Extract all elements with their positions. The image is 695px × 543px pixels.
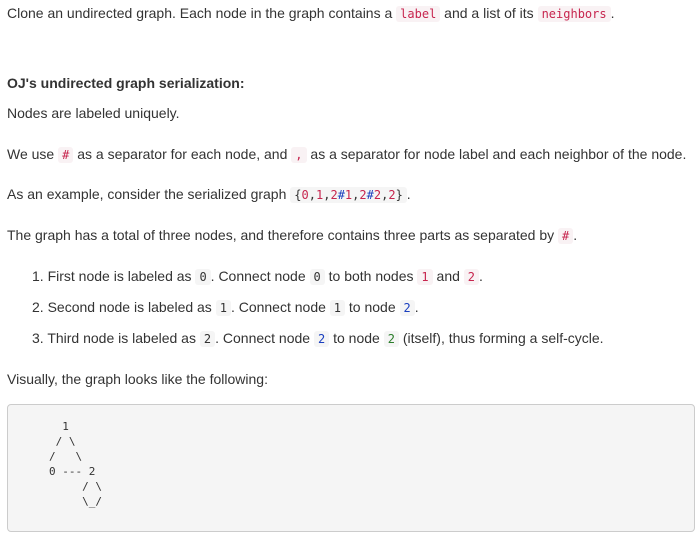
intro-text-1: Clone an undirected graph. Each node in … (7, 5, 397, 21)
sep-1: , (308, 188, 316, 202)
intro-text-2: and a list of its (440, 5, 538, 21)
separator-text-3: as a separator for node label and each n… (306, 146, 687, 162)
intro-text-3: . (610, 5, 615, 21)
num-4: 2 (359, 188, 367, 202)
sep-4: , (381, 188, 389, 202)
brace-close: } (395, 188, 403, 202)
code-label: label (396, 6, 441, 22)
separator-text-1: We use (7, 146, 59, 162)
serialized-graph-code: {0,1,2#1,2#2,2} (290, 187, 407, 203)
total-text-1: The graph has a total of three nodes, an… (7, 227, 559, 243)
ascii-graph-block: 1 / \ / \ 0 --- 2 / \ \_/ (7, 404, 695, 532)
list-text: to node (329, 330, 384, 346)
list-text: First node is labeled as (43, 268, 196, 284)
num-1: 1 (315, 188, 324, 202)
example-paragraph: As an example, consider the serialized g… (7, 184, 411, 205)
code-value: 1 (329, 300, 346, 316)
hash-code-2: # (558, 228, 574, 244)
example-text-1: As an example, consider the serialized g… (7, 186, 291, 202)
code-value: 0 (309, 269, 325, 285)
num-2: 2 (330, 188, 338, 202)
num-3: 1 (344, 188, 353, 202)
code-value: 2 (383, 331, 399, 347)
list-item-1: 1. First node is labeled as 0. Connect n… (32, 266, 483, 287)
separator-paragraph: We use # as a separator for each node, a… (7, 144, 686, 165)
list-number: 1. (32, 268, 44, 284)
num-5: 2 (373, 188, 382, 202)
num-6: 2 (388, 188, 396, 202)
list-text: to both nodes (324, 268, 418, 284)
list-item-2: 2. Second node is labeled as 1. Connect … (32, 297, 419, 318)
list-text: . Connect node (230, 299, 330, 315)
code-value: 2 (463, 269, 480, 285)
list-number: 2. (32, 299, 44, 315)
intro-paragraph: Clone an undirected graph. Each node in … (7, 3, 615, 24)
list-text: Second node is labeled as (43, 299, 216, 315)
list-item-3: 3. Third node is labeled as 2. Connect n… (32, 328, 604, 349)
brace-open: { (294, 188, 302, 202)
list-text: Third node is labeled as (43, 330, 200, 346)
list-text: (itself), thus forming a self-cycle. (398, 330, 604, 346)
total-nodes-paragraph: The graph has a total of three nodes, an… (7, 225, 577, 246)
hash-code: # (58, 147, 74, 163)
comma-code: , (291, 147, 307, 163)
code-value: 1 (417, 269, 433, 285)
sep-3: , (352, 188, 360, 202)
list-text: and (432, 268, 464, 284)
unique-labels-paragraph: Nodes are labeled uniquely. (7, 105, 180, 121)
list-text: . (479, 268, 483, 284)
list-number: 3. (32, 330, 44, 346)
serialization-heading: OJ's undirected graph serialization: (7, 75, 245, 91)
code-neighbors: neighbors (537, 6, 611, 22)
list-text: . (414, 299, 419, 315)
example-text-2: . (406, 186, 411, 202)
separator-text-2: as a separator for each node, and (73, 146, 292, 162)
hash-1: # (337, 188, 345, 202)
sep-2: , (323, 188, 331, 202)
total-text-2: . (573, 227, 578, 243)
code-value: 1 (215, 300, 231, 316)
list-text: . Connect node (215, 330, 314, 346)
list-text: . Connect node (210, 268, 310, 284)
code-value: 2 (399, 300, 415, 316)
visual-paragraph: Visually, the graph looks like the follo… (7, 371, 268, 387)
hash-2: # (366, 188, 374, 202)
list-text: to node (345, 299, 400, 315)
code-value: 2 (313, 331, 330, 347)
num-0: 0 (301, 188, 309, 202)
code-value: 0 (195, 269, 211, 285)
code-value: 2 (199, 331, 216, 347)
